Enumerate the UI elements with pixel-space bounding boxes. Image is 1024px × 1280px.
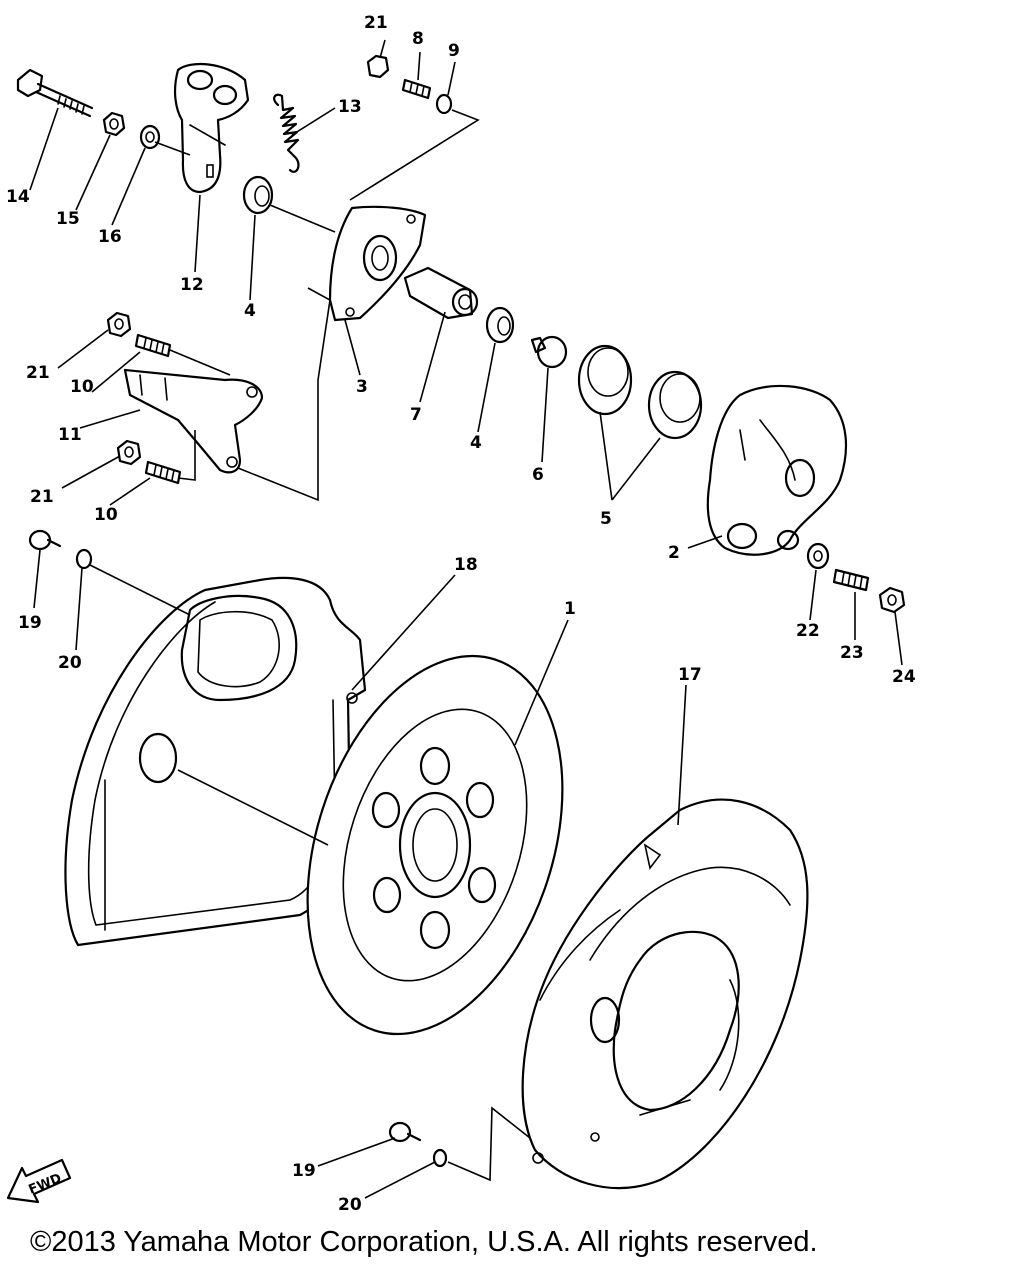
callout-20-upper: 20 (58, 653, 82, 673)
callout-6: 6 (532, 465, 544, 485)
callout-19-lower: 19 (292, 1161, 316, 1181)
part-14-bolt (16, 68, 94, 118)
callout-13: 13 (338, 97, 362, 117)
callout-labels: 21 8 9 13 14 15 16 12 4 3 7 4 6 5 2 21 1… (6, 13, 916, 1215)
fwd-arrow-icon: FWD (6, 1158, 72, 1204)
copyright-notice: ©2013 Yamaha Motor Corporation, U.S.A. A… (30, 1226, 818, 1258)
part-5-cup (647, 370, 703, 440)
callout-10-lower: 10 (94, 505, 118, 525)
callout-2: 2 (668, 543, 680, 563)
callout-14: 14 (6, 187, 30, 207)
assembly-lines (89, 109, 531, 1182)
callout-24: 24 (892, 667, 916, 687)
callout-4-lower: 4 (470, 433, 482, 453)
callout-10-upper: 10 (70, 377, 94, 397)
callout-18: 18 (454, 555, 478, 575)
callout-21-lower: 21 (30, 487, 54, 507)
callout-17: 17 (678, 665, 702, 685)
part-7-camshaft (403, 266, 479, 320)
part-21-nut-lower-left (116, 439, 142, 466)
callout-20-lower: 20 (338, 1195, 362, 1215)
part-4-seal-upper (242, 175, 274, 215)
part-10-stud-lower (144, 460, 182, 485)
callout-16: 16 (98, 227, 122, 247)
callout-19-upper: 19 (18, 613, 42, 633)
callout-4-upper: 4 (244, 301, 256, 321)
part-20-clip-upper (75, 548, 93, 570)
callout-leaders (29, 39, 903, 1199)
callout-9: 9 (448, 41, 460, 61)
callout-8: 8 (412, 29, 424, 49)
callout-23: 23 (840, 643, 864, 663)
part-12-brake-arm (173, 63, 250, 194)
part-23-stud (832, 568, 870, 592)
callout-1: 1 (564, 599, 576, 619)
callout-12: 12 (180, 275, 204, 295)
part-13-spring (273, 93, 300, 173)
callout-11: 11 (58, 425, 82, 445)
callout-15: 15 (56, 209, 80, 229)
part-21-nut-top (366, 54, 390, 79)
part-17-backing-plate (521, 798, 809, 1190)
part-10-stud-upper (134, 333, 172, 358)
part-5-piston (577, 344, 633, 416)
part-8-bolt (401, 78, 432, 100)
part-21-nut-upper-left (106, 311, 132, 338)
part-24-nut (878, 586, 906, 614)
callout-22: 22 (796, 621, 820, 641)
fwd-label: FWD (27, 1171, 64, 1198)
part-4-seal-lower (485, 306, 515, 344)
part-19-screw-upper (28, 529, 62, 551)
part-1-brake-disc (306, 654, 564, 1036)
callout-21-top: 21 (364, 13, 388, 33)
part-9-washer (435, 93, 453, 115)
part-20-clip-lower (432, 1148, 448, 1168)
callout-21-mid: 21 (26, 363, 50, 383)
part-6-pin (530, 335, 568, 369)
part-19-screw-lower (388, 1121, 422, 1143)
part-11-bracket (123, 368, 264, 474)
part-15-nut (102, 111, 126, 137)
part-2-caliper (706, 384, 848, 556)
part-3-cam-bracket (328, 205, 427, 322)
part-22-washer (806, 542, 830, 570)
part-16-washer (139, 124, 161, 150)
callout-3: 3 (356, 377, 368, 397)
callout-5: 5 (600, 509, 612, 529)
callout-7: 7 (410, 405, 422, 425)
